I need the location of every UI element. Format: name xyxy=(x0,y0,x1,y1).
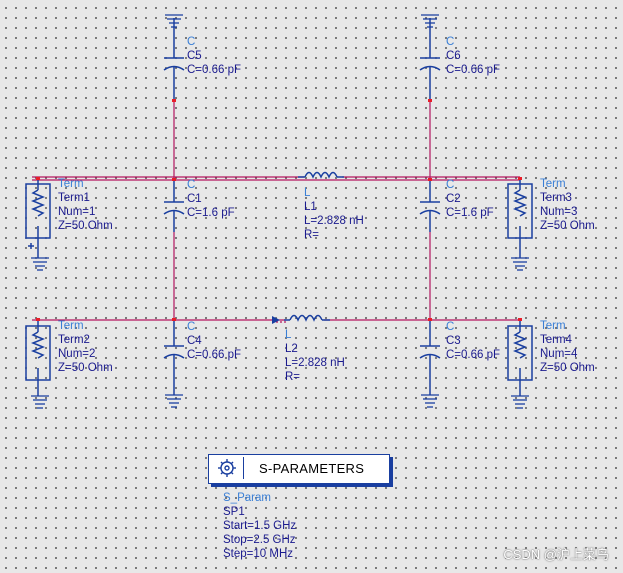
term1-name: Term1 xyxy=(58,192,90,204)
inductor-l1[interactable] xyxy=(298,171,344,179)
sparam-step: Step=10 MHz xyxy=(223,548,293,560)
term1-type: Term xyxy=(58,178,84,190)
sparam-label: S_Param SP1 Start=1.5 GHz Stop=2.5 GHz S… xyxy=(223,491,296,561)
term3-type: Term xyxy=(540,178,566,190)
s-parameters-controller[interactable]: S-PARAMETERS xyxy=(208,454,390,484)
capacitor-c3[interactable] xyxy=(419,318,441,395)
gear-icon xyxy=(211,457,244,479)
c5-type: C xyxy=(187,36,196,48)
term2-z: Z=50 Ohm xyxy=(58,362,113,374)
c5-label: C C5 C=0.66 pF xyxy=(187,35,241,77)
c1-type: C xyxy=(187,179,196,191)
s-parameters-title: S-PARAMETERS xyxy=(259,461,365,476)
ground-icon xyxy=(31,14,529,409)
term2-name: Term2 xyxy=(58,334,90,346)
c3-value: C=0.66 pF xyxy=(446,349,501,361)
sparam-name: SP1 xyxy=(223,506,245,518)
c3-label: C C3 C=0.66 pF xyxy=(446,320,500,362)
l2-type: L xyxy=(285,329,292,341)
c4-label: C C4 C=0.66 pF xyxy=(187,320,241,362)
term3-symbol[interactable] xyxy=(507,177,533,258)
c2-label: C C2 C=1.6 pF xyxy=(446,178,494,220)
l1-type: L xyxy=(304,187,311,199)
c4-value: C=0.66 pF xyxy=(187,349,242,361)
term1-label: Term Term1 Num=1 Z=50 Ohm xyxy=(58,177,113,233)
term4-label: Term Term4 Num=4 Z=50 Ohm xyxy=(540,319,595,375)
c3-type: C xyxy=(446,321,455,333)
c3-name: C3 xyxy=(446,335,461,347)
l1-name: L1 xyxy=(304,201,317,213)
l2-value: L=2.828 nH xyxy=(285,357,345,369)
c6-value: C=0.66 pF xyxy=(446,64,501,76)
term1-z: Z=50 Ohm xyxy=(58,220,113,232)
term2-symbol[interactable] xyxy=(25,318,51,396)
c2-value: C=1.6 pF xyxy=(446,207,494,219)
c1-name: C1 xyxy=(187,193,202,205)
c5-name: C5 xyxy=(187,50,202,62)
capacitor-c2[interactable] xyxy=(419,178,441,232)
term3-name: Term3 xyxy=(540,192,572,204)
c1-label: C C1 C=1.6 pF xyxy=(187,178,235,220)
sparam-start: Start=1.5 GHz xyxy=(223,520,297,532)
term2-num: Num=2 xyxy=(58,348,96,360)
l1-label: L L1 L=2.828 nH R= xyxy=(304,186,364,242)
term2-type: Term xyxy=(58,320,84,332)
watermark: CSDN @沪上菜鸟 xyxy=(503,547,609,562)
c1-value: C=1.6 pF xyxy=(187,207,235,219)
term1-symbol[interactable] xyxy=(25,177,51,258)
l2-label: L L2 L=2.828 nH R= xyxy=(285,328,345,384)
c6-type: C xyxy=(446,36,455,48)
c4-type: C xyxy=(187,321,196,333)
term4-z: Z=50 Ohm xyxy=(540,362,595,374)
term4-num: Num=4 xyxy=(540,348,578,360)
term3-label: Term Term3 Num=3 Z=50 Ohm xyxy=(540,177,595,233)
c2-name: C2 xyxy=(446,193,461,205)
c6-label: C C6 C=0.66 pF xyxy=(446,35,500,77)
l2-r: R= xyxy=(285,371,301,383)
capacitor-c6[interactable] xyxy=(419,18,441,102)
wires xyxy=(32,100,520,323)
sparam-type: S_Param xyxy=(223,492,271,504)
inductor-l2[interactable] xyxy=(272,314,330,325)
term1-num: Num=1 xyxy=(58,206,96,218)
term3-num: Num=3 xyxy=(540,206,578,218)
c4-name: C4 xyxy=(187,335,202,347)
capacitor-c1[interactable] xyxy=(163,178,185,232)
l1-r: R= xyxy=(304,229,320,241)
capacitor-c5[interactable] xyxy=(163,18,185,102)
c2-type: C xyxy=(446,179,455,191)
l2-name: L2 xyxy=(285,343,298,355)
term3-z: Z=50 Ohm xyxy=(540,220,595,232)
term4-type: Term xyxy=(540,320,566,332)
sparam-stop: Stop=2.5 GHz xyxy=(223,534,296,546)
c5-value: C=0.66 pF xyxy=(187,64,242,76)
term4-name: Term4 xyxy=(540,334,572,346)
l1-value: L=2.828 nH xyxy=(304,215,364,227)
term4-symbol[interactable] xyxy=(507,318,533,396)
term2-label: Term Term2 Num=2 Z=50 Ohm xyxy=(58,319,113,375)
capacitor-c4[interactable] xyxy=(163,318,185,395)
c6-name: C6 xyxy=(446,50,461,62)
